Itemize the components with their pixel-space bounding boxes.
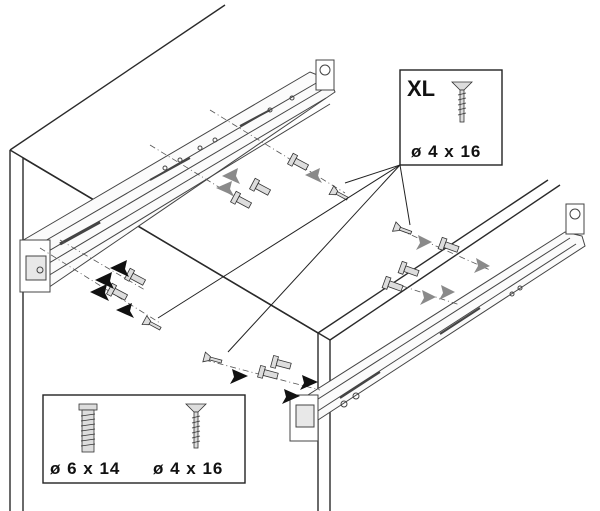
left-drawer-runner bbox=[19, 59, 336, 293]
right-screws bbox=[202, 221, 460, 380]
arrow-left-icon bbox=[222, 168, 240, 184]
euro-screw-icon bbox=[257, 364, 279, 380]
xl-label: XL bbox=[407, 76, 435, 101]
euro-screw-icon bbox=[123, 267, 147, 286]
euro-screw-icon bbox=[437, 236, 460, 253]
euro-screw-icon bbox=[286, 152, 310, 171]
insertion-arrows-light bbox=[216, 168, 490, 305]
arrow-right-icon bbox=[230, 369, 248, 384]
right-drawer-runner bbox=[289, 203, 586, 442]
arrow-left-icon bbox=[116, 303, 134, 318]
assembly-lines-right bbox=[204, 229, 491, 391]
arrow-right-icon bbox=[282, 389, 300, 404]
xl-screw-label: ø 4 x 16 bbox=[411, 142, 481, 161]
countersunk-screw-icon bbox=[185, 403, 207, 449]
countersunk-screw-label: ø 4 x 16 bbox=[153, 459, 223, 478]
euro-screw-icon bbox=[270, 354, 292, 370]
arrow-left-icon bbox=[95, 272, 114, 289]
arrow-right-icon bbox=[416, 235, 432, 250]
arrow-right-icon bbox=[474, 258, 490, 273]
euro-screw-icon bbox=[397, 260, 420, 277]
countersunk-screw-icon bbox=[391, 221, 413, 235]
arrow-right-icon bbox=[439, 285, 455, 300]
leader-lines bbox=[157, 164, 411, 353]
assembly-lines-left bbox=[39, 109, 346, 324]
euro-screw-icon bbox=[248, 177, 272, 196]
arrow-left-icon bbox=[216, 181, 234, 196]
xl-callout: XL ø 4 x 16 bbox=[399, 69, 503, 166]
arrow-right-icon bbox=[420, 290, 436, 305]
euro-screw-icon bbox=[381, 275, 404, 292]
arrow-left-icon bbox=[110, 260, 129, 277]
countersunk-screw-icon bbox=[451, 81, 473, 123]
euro-screw-icon bbox=[105, 282, 129, 301]
euro-screw-icon bbox=[229, 190, 253, 209]
cabinet-outline bbox=[9, 4, 561, 511]
countersunk-screw-icon bbox=[328, 184, 349, 201]
arrow-left-icon bbox=[90, 284, 109, 301]
arrow-left-icon bbox=[305, 168, 322, 183]
countersunk-screw-icon bbox=[141, 314, 162, 331]
left-screws bbox=[105, 152, 349, 331]
euro-screw-icon bbox=[78, 403, 98, 453]
euro-screw-label: ø 6 x 14 bbox=[50, 459, 120, 478]
countersunk-screw-icon bbox=[202, 351, 223, 364]
arrow-right-icon bbox=[300, 375, 318, 390]
screw-sizes-callout: ø 6 x 14 ø 4 x 16 bbox=[42, 394, 246, 484]
insertion-arrows-dark bbox=[90, 260, 318, 404]
